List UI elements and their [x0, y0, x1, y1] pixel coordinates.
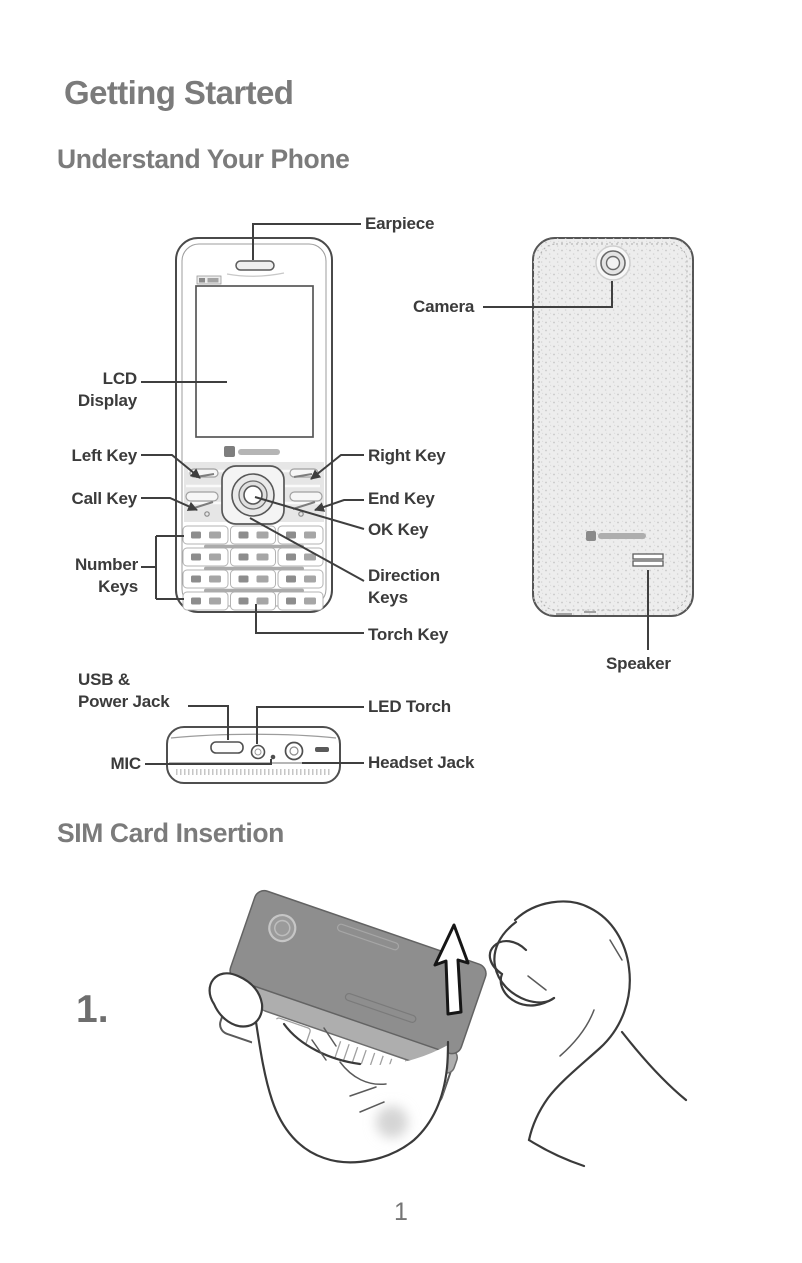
brand-logo-front	[224, 446, 280, 457]
earpiece-shape	[226, 260, 285, 277]
dpad-shape	[221, 465, 285, 525]
right-hand	[487, 899, 690, 1168]
callout-lines	[141, 223, 649, 765]
label-number-keys-line1: Number	[74, 555, 138, 574]
callout-call-key	[141, 497, 198, 511]
arrow-up-icon	[433, 923, 470, 1016]
label-left-key: Left Key	[71, 446, 138, 465]
label-number-keys: Number Keys	[18, 554, 138, 599]
left-hand	[208, 972, 450, 1164]
label-direction-keys: Direction Keys	[368, 565, 440, 610]
headset-jack-shape	[284, 741, 304, 761]
end-key-shape	[289, 491, 323, 502]
label-end-key: End Key	[368, 489, 435, 508]
callout-number-keys	[141, 535, 184, 600]
sim-illustration	[208, 889, 690, 1168]
cover-logo	[268, 913, 297, 943]
callout-mic	[145, 759, 272, 765]
speaker-grille-shape	[632, 553, 664, 567]
mic-hole-shape	[270, 754, 276, 760]
page-title: Getting Started	[64, 74, 294, 111]
callout-right-key	[310, 454, 364, 480]
sim-step-number: 1.	[76, 988, 109, 1031]
label-camera: Camera	[413, 297, 475, 316]
ok-key-shape	[243, 485, 263, 505]
callout-earpiece	[252, 223, 361, 260]
label-ok-key: OK Key	[368, 520, 429, 539]
label-mic: MIC	[110, 754, 141, 773]
label-earpiece: Earpiece	[365, 214, 435, 233]
label-lcd-display-line2: Display	[77, 391, 137, 411]
label-right-key: Right Key	[368, 446, 446, 465]
callout-led-torch	[256, 706, 364, 744]
callout-left-key	[141, 454, 201, 479]
label-direction-keys-line1: Direction	[368, 566, 440, 585]
callout-ok-key	[254, 496, 365, 530]
back-phone-view	[532, 237, 694, 617]
callout-torch-key	[255, 604, 364, 634]
callout-direction-keys	[249, 517, 365, 582]
page-number: 1	[394, 1198, 408, 1226]
label-led-torch: LED Torch	[368, 697, 451, 716]
section-heading-sim-card-insertion: SIM Card Insertion	[57, 818, 284, 848]
label-number-keys-line2: Keys	[98, 577, 138, 597]
label-direction-keys-line2: Keys	[368, 588, 408, 608]
status-brand-mark	[196, 275, 222, 285]
lcd-screen-shape	[195, 285, 314, 438]
callout-end-key	[314, 499, 364, 512]
keypad-shape	[182, 525, 324, 611]
label-lcd-display: LCD Display	[17, 368, 137, 413]
brand-logo-back	[586, 531, 646, 541]
label-usb-power-jack: USB & Power Jack	[78, 669, 170, 714]
camera-lens-shape	[595, 245, 631, 281]
front-phone-view	[175, 237, 333, 613]
led-torch-shape	[250, 744, 266, 760]
section-heading-understand-your-phone: Understand Your Phone	[57, 144, 350, 174]
label-call-key: Call Key	[71, 489, 138, 508]
bottom-edge-view	[166, 726, 341, 784]
label-lcd-display-line1: LCD	[102, 369, 138, 388]
label-usb-power-jack-line2: Power Jack	[78, 692, 170, 712]
call-key-shape	[185, 491, 219, 502]
label-torch-key: Torch Key	[368, 625, 449, 644]
label-headset-jack: Headset Jack	[368, 753, 475, 772]
label-usb-power-jack-line1: USB &	[78, 670, 130, 689]
callout-camera	[483, 281, 613, 308]
callout-usb-power-jack	[188, 705, 229, 740]
usb-port-shape	[210, 741, 244, 754]
label-speaker: Speaker	[606, 654, 671, 673]
